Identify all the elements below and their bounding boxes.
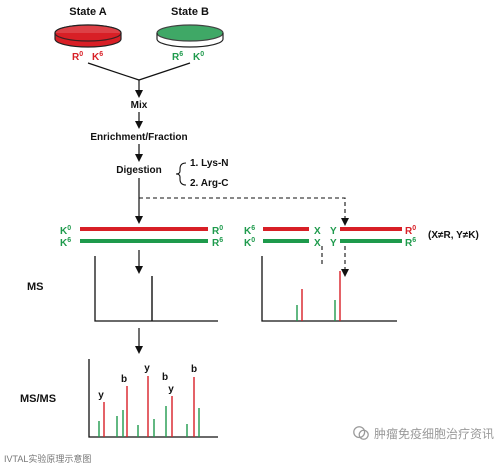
- state-a-title: State A: [69, 6, 107, 18]
- merge-connector: [87, 62, 191, 98]
- ms-label: MS: [27, 281, 44, 293]
- state-a-heavy-label: K6: [92, 51, 103, 63]
- right-bottom-right-terminus: R6: [405, 237, 416, 249]
- right-bottom-x: X: [314, 238, 321, 249]
- right-peptide-pair: K6 X Y R0 K0 X Y R6 (X≠R, Y≠K): [244, 225, 479, 249]
- state-b-title: State B: [171, 6, 209, 18]
- right-bottom-y: Y: [330, 238, 337, 249]
- enzyme-bracket: [175, 162, 187, 186]
- right-top-left-terminus: K6: [244, 225, 255, 237]
- ion-label: y: [98, 390, 104, 401]
- left-peptide-pair: K0 R0 K6 R6: [60, 225, 223, 249]
- watermark-text: 肿瘤免疫细胞治疗资讯: [373, 426, 494, 441]
- right-bottom-left-terminus: K0: [244, 237, 255, 249]
- ion-label: b: [191, 364, 197, 375]
- left-bottom-right-terminus: R6: [212, 237, 223, 249]
- left-bottom-peptide-bar: [80, 239, 208, 243]
- ion-label: b: [121, 374, 127, 385]
- right-bottom-peptide-right-bar: [340, 239, 402, 243]
- right-bottom-peptide-left-bar: [263, 239, 309, 243]
- right-top-x: X: [314, 226, 321, 237]
- caption: IVTAL实验原理示意图: [4, 454, 92, 464]
- state-b-dish: State B R6 K0: [156, 6, 224, 63]
- left-top-left-terminus: K0: [60, 225, 71, 237]
- wechat-icon: [353, 426, 369, 440]
- state-b-light-label: R6: [172, 51, 183, 63]
- enzyme-lys-n: 1. Lys-N: [190, 158, 229, 169]
- ms-spectrum-left: [94, 256, 218, 322]
- state-b-heavy-label: K0: [193, 51, 204, 63]
- left-top-peptide-bar: [80, 227, 208, 231]
- ion-label: b: [162, 372, 168, 383]
- ms-spectrum-right: [261, 256, 397, 322]
- state-a-light-label: R0: [72, 51, 83, 63]
- left-bottom-left-terminus: K6: [60, 237, 71, 249]
- msms-label: MS/MS: [20, 393, 56, 405]
- ion-label: y: [168, 384, 174, 395]
- watermark: 肿瘤免疫细胞治疗资讯: [352, 424, 494, 442]
- enzyme-arg-c: 2. Arg-C: [190, 178, 229, 189]
- left-top-right-terminus: R0: [212, 225, 223, 237]
- right-top-peptide-left-bar: [263, 227, 309, 231]
- right-top-peptide-right-bar: [340, 227, 402, 231]
- enrichment-step: Enrichment/Fraction: [90, 132, 187, 143]
- mix-step: Mix: [131, 100, 148, 111]
- ion-label: y: [144, 363, 150, 374]
- msms-spectrum: y b y b y b: [88, 359, 218, 438]
- state-a-dish: State A R0 K6: [54, 6, 122, 63]
- right-top-y: Y: [330, 226, 337, 237]
- digestion-step: Digestion: [116, 165, 162, 176]
- right-top-right-terminus: R0: [405, 225, 416, 237]
- condition-note: (X≠R, Y≠K): [428, 230, 479, 241]
- dashed-path-right: [139, 197, 349, 226]
